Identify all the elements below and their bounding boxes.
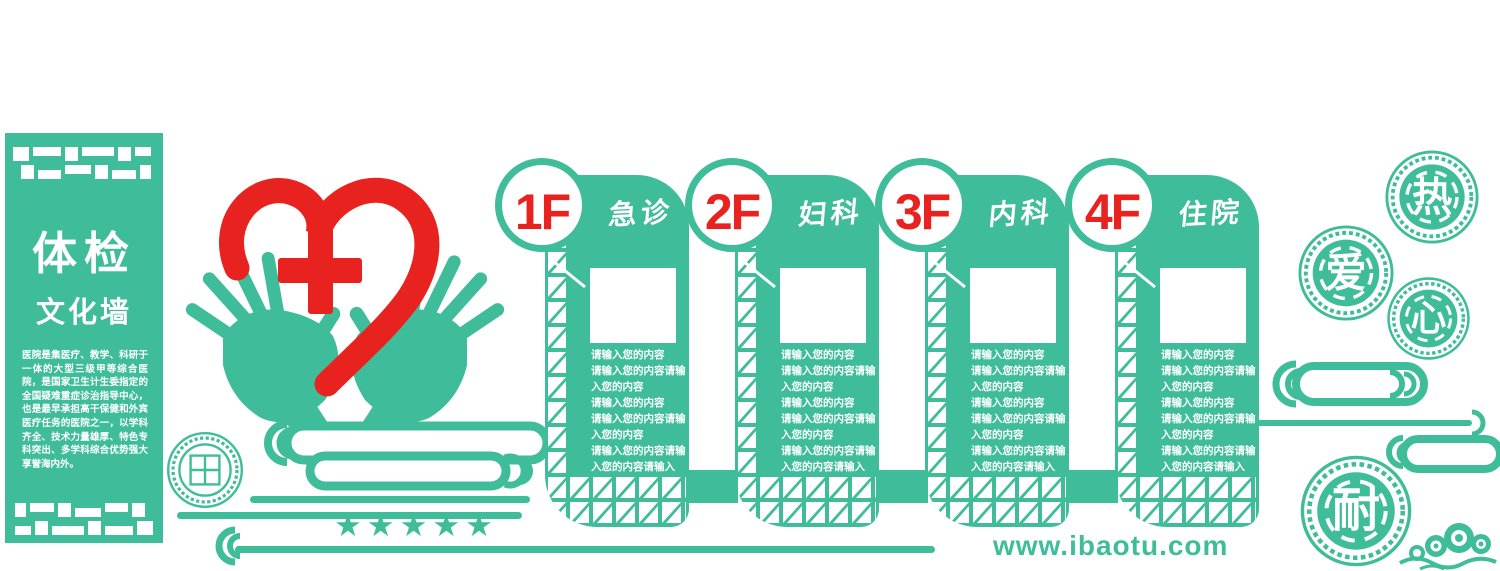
seal-character: 爱 — [1325, 250, 1366, 296]
intro-paragraph: 医院是集医疗、教学、科研于一体的大型三级甲等综合医院，是国家卫生计生委指定的全国… — [22, 350, 148, 470]
floor-panel-2f: 请输入您的内容 请输入您的内容请输 入您的内容 请输入您的内容 请输入您的内容请… — [685, 158, 879, 530]
connector-bar — [688, 470, 738, 503]
floor-description: 请输入您的内容 请输入您的内容请输 入您的内容 请输入您的内容 请输入您的内容请… — [971, 349, 1066, 473]
lattice-strip-icon — [738, 231, 876, 523]
intro-panel: 体检 文化墙 医院是集医疗、教学、科研于一体的大型三级甲等综合医院，是国家卫生计… — [5, 133, 163, 543]
image-placeholder — [780, 268, 866, 343]
floor-badge: 1F — [495, 158, 589, 252]
connector-bar — [1068, 470, 1118, 503]
lattice-strip-icon — [928, 231, 1066, 523]
lattice-strip-icon — [548, 231, 686, 523]
floor-badge: 3F — [875, 158, 969, 252]
five-star-rating: ★★★★★ — [334, 508, 498, 543]
seal-love-icon: 爱 — [1298, 225, 1394, 321]
cloud-scroll-icon — [1230, 360, 1500, 473]
floor-badge: 2F — [685, 158, 779, 252]
floor-description: 请输入您的内容 请输入您的内容请输 入您的内容 请输入您的内容 请输入您的内容请… — [1161, 349, 1256, 473]
floor-department: 妇科 — [797, 196, 865, 231]
floor-number: 3F — [894, 184, 951, 240]
heart-cross-icon — [219, 177, 440, 397]
image-placeholder — [1160, 268, 1246, 343]
floor-panel-4f: 请输入您的内容 请输入您的内容请输 入您的内容 请输入您的内容 请输入您的内容请… — [1065, 158, 1259, 530]
fret-border-top-icon — [13, 147, 151, 179]
caring-hands-heart-icon — [183, 177, 547, 503]
scroll-lines-icon — [177, 512, 935, 566]
floor-description: 请输入您的内容 请输入您的内容请输 入您的内容 请输入您的内容 请输入您的内容请… — [591, 349, 686, 473]
longevity-medallion-icon — [167, 432, 243, 508]
book-scroll-icon — [250, 420, 547, 503]
floor-number: 2F — [704, 184, 761, 240]
seal-character: 热 — [1412, 174, 1452, 220]
seal-patience-icon: 耐 — [1300, 455, 1412, 567]
floor-panel-body: 请输入您的内容 请输入您的内容请输 入您的内容 请输入您的内容 请输入您的内容请… — [545, 175, 689, 527]
watermark-url: www.ibaotu.com — [993, 530, 1229, 561]
floor-description: 请输入您的内容 请输入您的内容请输 入您的内容 请输入您的内容 请输入您的内容请… — [781, 349, 876, 473]
fret-border-bottom-icon — [15, 503, 153, 535]
floor-badge: 4F — [1065, 158, 1159, 252]
intro-subtitle: 文化墙 — [35, 297, 132, 329]
auspicious-cloud-icon — [1399, 523, 1497, 571]
seal-enthusiasm-icon: 热 — [1385, 150, 1479, 244]
floor-number: 4F — [1084, 184, 1141, 240]
intro-title: 体检 — [31, 228, 136, 279]
floor-department: 住院 — [1177, 196, 1245, 231]
image-placeholder — [590, 268, 676, 343]
seal-heart-icon: 心 — [1387, 277, 1470, 360]
seal-character: 心 — [1411, 299, 1447, 339]
connector-bar — [878, 470, 928, 503]
floor-department: 急诊 — [607, 196, 675, 231]
floor-panel-body: 请输入您的内容 请输入您的内容请输 入您的内容 请输入您的内容 请输入您的内容请… — [735, 175, 879, 527]
floor-department: 内科 — [987, 196, 1055, 231]
floor-number: 1F — [514, 184, 571, 240]
floor-panel-3f: 请输入您的内容 请输入您的内容请输 入您的内容 请输入您的内容 请输入您的内容请… — [875, 158, 1069, 530]
image-placeholder — [970, 268, 1056, 343]
lattice-strip-icon — [1118, 231, 1256, 523]
floor-panel-1f: 请输入您的内容 请输入您的内容请输 入您的内容 请输入您的内容 请输入您的内容请… — [495, 158, 689, 530]
seal-character: 耐 — [1332, 485, 1380, 538]
